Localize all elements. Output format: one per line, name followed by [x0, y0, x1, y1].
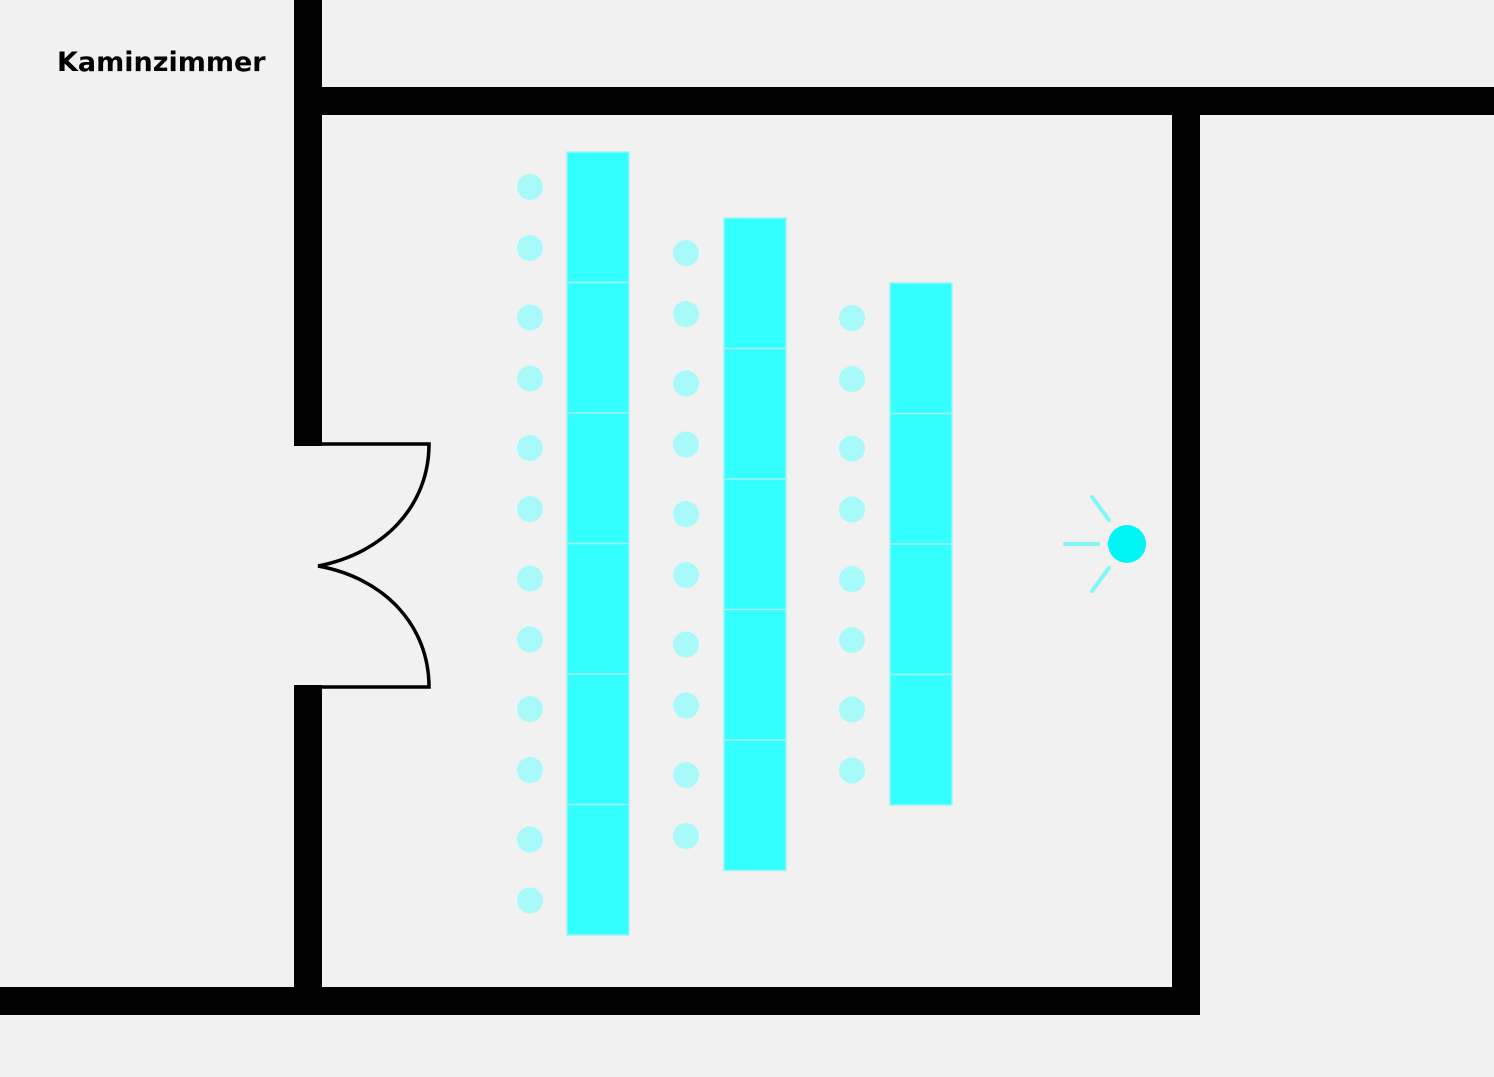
- table-row-2-table-4: [723, 608, 787, 741]
- chair-row-3-4: [839, 496, 865, 523]
- wall-left-lower: [294, 685, 322, 1015]
- chair-row-1-5: [517, 435, 543, 461]
- table-row-3-table-2: [889, 412, 953, 545]
- chair-row-2-2: [673, 301, 699, 327]
- chair-row-1-1: [517, 174, 543, 200]
- table-row-3-table-4: [889, 673, 953, 806]
- table-row-1-table-2: [566, 281, 630, 414]
- table-row-1-table-3: [566, 412, 630, 545]
- chair-row-2-10: [673, 823, 699, 849]
- chair-row-2-3: [673, 370, 699, 397]
- table-row-2-table-5: [723, 739, 787, 872]
- double-door-icon: [296, 442, 431, 689]
- chair-row-3-1: [839, 305, 865, 331]
- table-row-2-table-3: [723, 478, 787, 611]
- chair-row-1-8: [517, 626, 543, 653]
- wall-right: [1172, 87, 1200, 1015]
- chair-row-3-6: [839, 627, 865, 653]
- table-row-3-table-3: [889, 543, 953, 676]
- chair-row-2-6: [673, 562, 699, 588]
- table-row-1-table-4: [566, 542, 630, 675]
- chair-row-1-4: [517, 365, 543, 392]
- chair-row-2-1: [673, 240, 699, 266]
- chair-row-1-7: [517, 565, 543, 592]
- chair-row-2-5: [673, 501, 699, 527]
- door-leaf-lower: [296, 564, 431, 689]
- chair-row-2-8: [673, 692, 699, 719]
- chair-row-3-7: [839, 696, 865, 723]
- walls: [0, 0, 1494, 1015]
- table-row-3-table-1: [889, 282, 953, 415]
- table-row-2-table-2: [723, 347, 787, 480]
- chair-row-3-2: [839, 366, 865, 392]
- chair-row-1-2: [517, 235, 543, 261]
- speaker-dot: [1108, 525, 1146, 563]
- table-row-2-table-1: [723, 217, 787, 350]
- chair-row-2-4: [673, 431, 699, 458]
- table-row-1-table-1: [566, 151, 630, 284]
- chair-row-3-3: [839, 435, 865, 462]
- chair-row-2-9: [673, 762, 699, 788]
- chair-row-1-9: [517, 696, 543, 722]
- speaker-point-icon: [1063, 495, 1146, 593]
- chair-row-1-3: [517, 304, 543, 331]
- wall-left-upper: [294, 0, 322, 446]
- door-leaf-upper: [296, 442, 431, 568]
- chair-row-3-8: [839, 757, 865, 784]
- furniture: [517, 151, 953, 936]
- speaker-ray-down: [1090, 566, 1111, 593]
- wall-top: [294, 87, 1494, 115]
- chair-row-1-6: [517, 496, 543, 522]
- wall-bottom: [0, 987, 1200, 1015]
- speaker-ray-up: [1090, 495, 1111, 522]
- chair-row-2-7: [673, 631, 699, 658]
- chair-row-3-5: [839, 566, 865, 592]
- table-row-1-table-5: [566, 673, 630, 806]
- room-title: Kaminzimmer: [57, 47, 266, 78]
- chair-row-1-11: [517, 826, 543, 853]
- chair-row-1-10: [517, 757, 543, 783]
- chair-row-1-12: [517, 887, 543, 914]
- table-row-1-table-6: [566, 803, 630, 936]
